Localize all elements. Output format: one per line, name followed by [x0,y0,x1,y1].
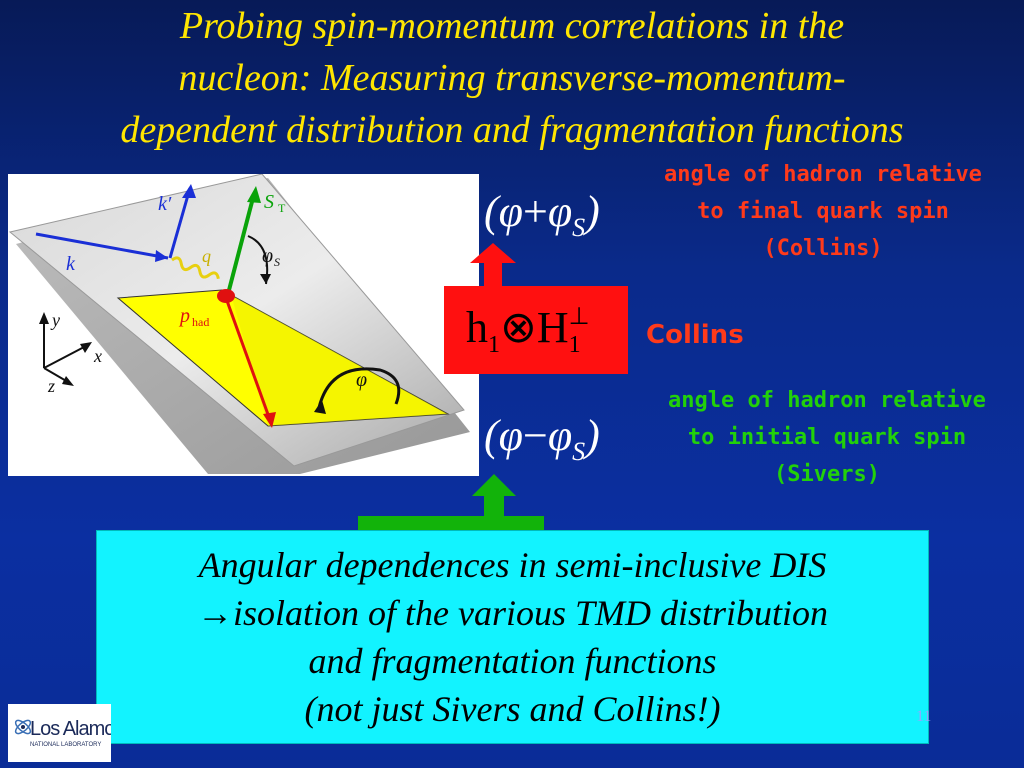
label-phi-s: φ [262,245,273,267]
label-x: x [93,346,102,366]
red-up-arrow [470,243,516,287]
formula-bottom-phi: φ [498,411,523,460]
y-axis-head [39,312,49,324]
logo-subtext: NATIONAL LABORATORY [30,742,102,748]
z-axis [43,367,69,383]
sidis-kinematics-diagram: k′ k q S T φ S p had φ y x z [8,174,479,476]
label-p-had-sub: had [192,315,209,329]
formula-top-open: ( [484,187,499,236]
z-axis-head [62,376,74,386]
formula-phi-plus-phis: (φ+φS) [484,186,600,243]
label-p-had: p [178,305,190,327]
formula-phi-minus-phis: (φ−φS) [484,410,600,467]
formula-bottom-close: ) [585,411,600,460]
collins-function-box: h1⊗H1⊥ [444,286,628,374]
label-phi: φ [356,369,367,391]
los-alamos-logo: Los Alamos NATIONAL LABORATORY [8,704,111,762]
summary-line-1: Angular dependences in semi-inclusive DI… [198,545,827,585]
diagram-svg: k′ k q S T φ S p had φ y x z [8,174,470,474]
collins-description: angle of hadron relative to final quark … [636,156,1010,267]
formula-top-close: ) [585,187,600,236]
title-line-1: Probing spin-momentum correlations in th… [179,5,845,47]
green-up-arrow [358,474,544,532]
box-H: H [536,303,569,352]
sivers-desc-line-2: to initial quark spin [687,425,967,450]
collins-desc-line-2: to final quark spin [697,199,949,224]
k-arrowhead [155,250,168,262]
sivers-description: angle of hadron relative to initial quar… [640,382,1014,493]
sivers-desc-line-1: angle of hadron relative [668,388,986,413]
collins-desc-line-1: angle of hadron relative [664,162,982,187]
p-had-arrowhead [263,412,276,428]
formula-top-op: + [523,187,548,236]
label-s-t-sub: T [278,201,286,215]
s-t-vector [226,193,256,295]
s-t-arrowhead [247,186,261,203]
slide-title: Probing spin-momentum correlations in th… [0,0,1024,160]
label-phi-s-sub: S [274,255,280,269]
collins-function-formula: h1⊗H1⊥ [466,302,590,359]
summary-box: Angular dependences in semi-inclusive DI… [96,530,929,744]
collins-desc-line-3: (Collins) [763,236,883,261]
title-line-3: dependent distribution and fragmentation… [120,109,904,151]
summary-line-3: and fragmentation functions [308,641,717,681]
slide-number: 11 [916,708,932,725]
k-prime-vector [168,187,192,259]
formula-top-phi-s: φ [547,187,573,236]
k-prime-arrowhead [182,184,196,198]
box-otimes: ⊗ [500,303,537,352]
label-q: q [202,246,211,266]
q-photon [171,256,220,280]
box-h-sub: 1 [488,332,500,358]
logo-atom-icon [14,719,32,735]
title-line-2: nucleon: Measuring transverse-momentum- [178,57,846,99]
hadron-plane-shade [222,290,448,426]
k-vector [35,232,169,260]
box-h: h [466,303,488,352]
formula-top-phi: φ [498,187,523,236]
formula-bottom-op: − [523,411,548,460]
label-k-prime: k′ [158,193,172,215]
label-y: y [50,310,60,330]
phi-s-arc-head [260,274,271,284]
p-had-vector [224,297,272,421]
formula-bottom-phi-s: φ [547,411,573,460]
phi-arc [316,367,401,413]
x-axis [43,345,87,369]
logo-text: Los Alamos [30,718,111,740]
formula-top-sub: S [572,213,586,242]
hadron-plane [116,289,450,427]
interaction-vertex [217,289,235,303]
label-z: z [47,376,55,396]
box-H-sup: ⊥ [568,304,590,330]
x-axis-head [80,342,92,353]
summary-line-2: →isolation of the various TMD distributi… [196,593,829,633]
collins-label: Collins [646,320,744,350]
formula-bottom-open: ( [484,411,499,460]
label-s-t: S [264,191,274,213]
sivers-desc-line-3: (Sivers) [774,462,880,487]
summary-line-4: (not just Sivers and Collins!) [304,689,721,729]
formula-bottom-sub: S [572,437,586,466]
box-H-sub: 1 [568,332,581,358]
label-k: k [66,253,76,275]
phi-arc-head [314,400,326,414]
